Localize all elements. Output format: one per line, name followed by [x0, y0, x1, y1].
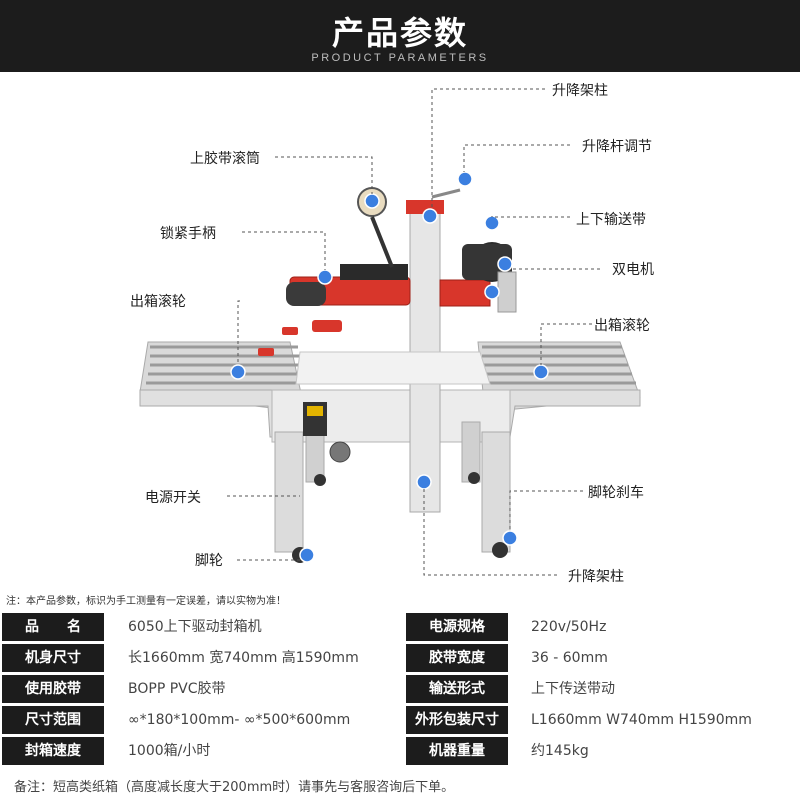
spec-value: 约145kg — [531, 743, 589, 759]
leg-left-front — [274, 431, 304, 553]
spec-value: L1660mm W740mm H1590mm — [531, 712, 752, 728]
right-rollers — [482, 345, 636, 385]
spec-row: 尺寸范围 ∞*180*100mm- ∞*500*600mm 外形包装尺寸 L16… — [0, 706, 800, 734]
caster-rear-right — [468, 472, 480, 484]
spec-label: 外形包装尺寸 — [406, 706, 508, 734]
callout-wheel-brake: 脚轮刹车 — [588, 485, 644, 501]
spec-label: 使用胶带 — [2, 675, 104, 703]
spec-label: 封箱速度 — [2, 737, 104, 765]
spec-value: 220v/50Hz — [531, 619, 607, 635]
callout-lift-column-top: 升降架柱 — [552, 83, 608, 99]
spec-value: 6050上下驱动封箱机 — [128, 619, 262, 635]
caster-rear-left — [314, 474, 326, 486]
spec-label: 胶带宽度 — [406, 644, 508, 672]
header-banner: 产品参数 PRODUCT PARAMETERS — [0, 0, 800, 72]
machine-illustration — [139, 88, 641, 576]
spec-row: 机身尺寸 长1660mm 宽740mm 高1590mm 胶带宽度 36 - 60… — [0, 644, 800, 672]
spec-value: 长1660mm 宽740mm 高1590mm — [128, 650, 359, 666]
callout-dual-motor: 双电机 — [612, 262, 654, 278]
spec-label: 电源规格 — [406, 613, 508, 641]
lower-belt — [439, 279, 491, 307]
callout-caster: 脚轮 — [195, 553, 223, 569]
callout-conveyor-belt: 上下输送带 — [576, 212, 646, 228]
product-diagram: 升降架柱 升降杆调节 上胶带滚筒 上下输送带 锁紧手柄 双电机 出箱滚轮 出箱滚… — [0, 72, 800, 592]
spec-label: 输送形式 — [406, 675, 508, 703]
callout-lift-column-bottom: 升降架柱 — [568, 569, 624, 585]
page-subtitle: PRODUCT PARAMETERS — [311, 52, 489, 64]
spec-label: 尺寸范围 — [2, 706, 104, 734]
measurement-note: 注：本产品参数，标识为手工测量有一定误差，请以实物为准！ — [6, 596, 286, 607]
callout-lock-handle: 锁紧手柄 — [160, 226, 216, 242]
spec-value: ∞*180*100mm- ∞*500*600mm — [128, 712, 351, 728]
callout-power-switch: 电源开关 — [145, 490, 201, 506]
spec-row: 使用胶带 BOPP PVC胶带 输送形式 上下传送带动 — [0, 675, 800, 703]
spec-value: BOPP PVC胶带 — [128, 681, 226, 697]
leader-lines — [227, 88, 600, 576]
spec-label: 机器重量 — [406, 737, 508, 765]
spec-value: 36 - 60mm — [531, 650, 608, 666]
page-title: 产品参数 — [331, 14, 468, 52]
callout-lift-rod-adjust: 升降杆调节 — [582, 139, 652, 155]
callout-exit-roller-left: 出箱滚轮 — [130, 294, 186, 310]
callout-top-tape-roller: 上胶带滚筒 — [190, 151, 260, 167]
callout-exit-roller-right: 出箱滚轮 — [594, 318, 650, 334]
left-rollers — [146, 345, 304, 385]
spec-label: 机身尺寸 — [2, 644, 104, 672]
marker-points — [230, 171, 549, 563]
caster-right — [492, 542, 508, 558]
spec-label: 品 名 — [2, 613, 104, 641]
footer-remark: 备注：短高类纸箱（高度减长度大于200mm时）请事先与客服咨询后下单。 — [14, 780, 455, 795]
spec-value: 上下传送带动 — [531, 681, 615, 697]
spec-row: 品 名 6050上下驱动封箱机 电源规格 220v/50Hz — [0, 613, 800, 641]
spec-value: 1000箱/小时 — [128, 743, 211, 759]
spec-row: 封箱速度 1000箱/小时 机器重量 约145kg — [0, 737, 800, 765]
